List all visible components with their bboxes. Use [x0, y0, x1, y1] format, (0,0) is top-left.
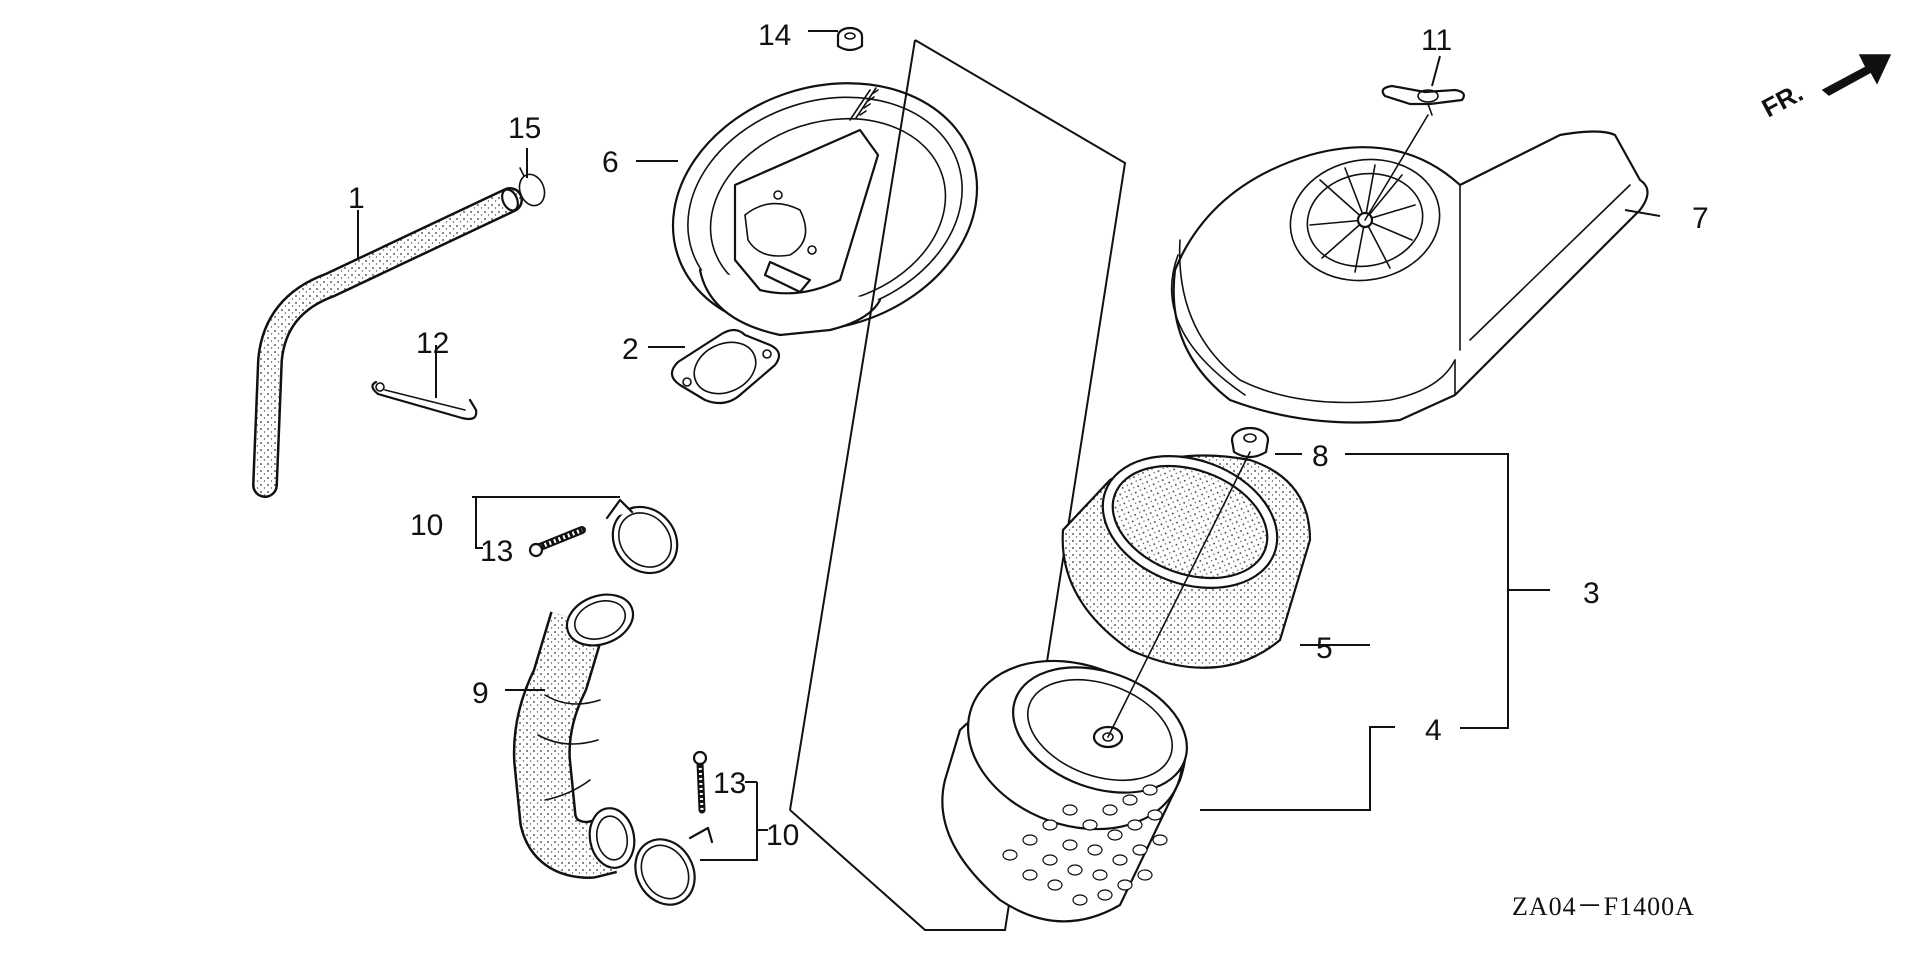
- filter-element: [941, 659, 1188, 923]
- bolt-lower: [692, 750, 708, 814]
- leader-lines: [357, 30, 1661, 861]
- wing-nut: [1381, 84, 1465, 116]
- front-arrow-icon: [1821, 54, 1892, 96]
- callout-14: 14: [758, 19, 791, 52]
- callout-13-lower: 13: [713, 767, 746, 800]
- outer-foam-element: [1061, 454, 1312, 669]
- callout-2: 2: [622, 333, 639, 366]
- front-direction-label: FR.: [1757, 77, 1808, 123]
- callout-7: 7: [1692, 202, 1709, 235]
- center-stud-line: [1107, 451, 1251, 738]
- callout-11: 11: [1421, 24, 1452, 57]
- callout-12: 12: [416, 327, 449, 360]
- callout-4: 4: [1425, 714, 1442, 747]
- tube-holder: [371, 380, 478, 421]
- hex-nut-top: [836, 26, 864, 52]
- breather-tube: [252, 187, 523, 498]
- band-clamp-upper: [605, 498, 679, 575]
- gasket: [670, 328, 781, 405]
- bolt-upper: [528, 526, 586, 558]
- diagram-part-code: ZA04－F1400A: [1512, 892, 1695, 921]
- wing-nut-axis-line: [1364, 114, 1429, 221]
- callout-9: 9: [472, 677, 489, 710]
- callout-15: 15: [508, 112, 541, 145]
- callout-labels: 1 2 3 4 5 6 7 8 9 10 10 11 12 13 13 14 1…: [348, 19, 1709, 852]
- callout-1: 1: [348, 182, 365, 215]
- callout-10-lower: 10: [766, 819, 799, 852]
- front-direction-indicator: FR.: [1757, 54, 1892, 123]
- air-cleaner-cover: [1170, 130, 1649, 424]
- callout-6: 6: [602, 146, 619, 179]
- callout-3: 3: [1583, 577, 1600, 610]
- callout-8: 8: [1312, 440, 1329, 473]
- band-clamp-lower: [634, 826, 714, 906]
- callout-5: 5: [1316, 632, 1333, 665]
- air-cleaner-elbow: [671, 82, 979, 337]
- air-intake-tube: [512, 593, 636, 879]
- callout-10-upper: 10: [410, 509, 443, 542]
- callout-13-upper: 13: [480, 535, 513, 568]
- assembly-bracket-outline: [789, 39, 1127, 931]
